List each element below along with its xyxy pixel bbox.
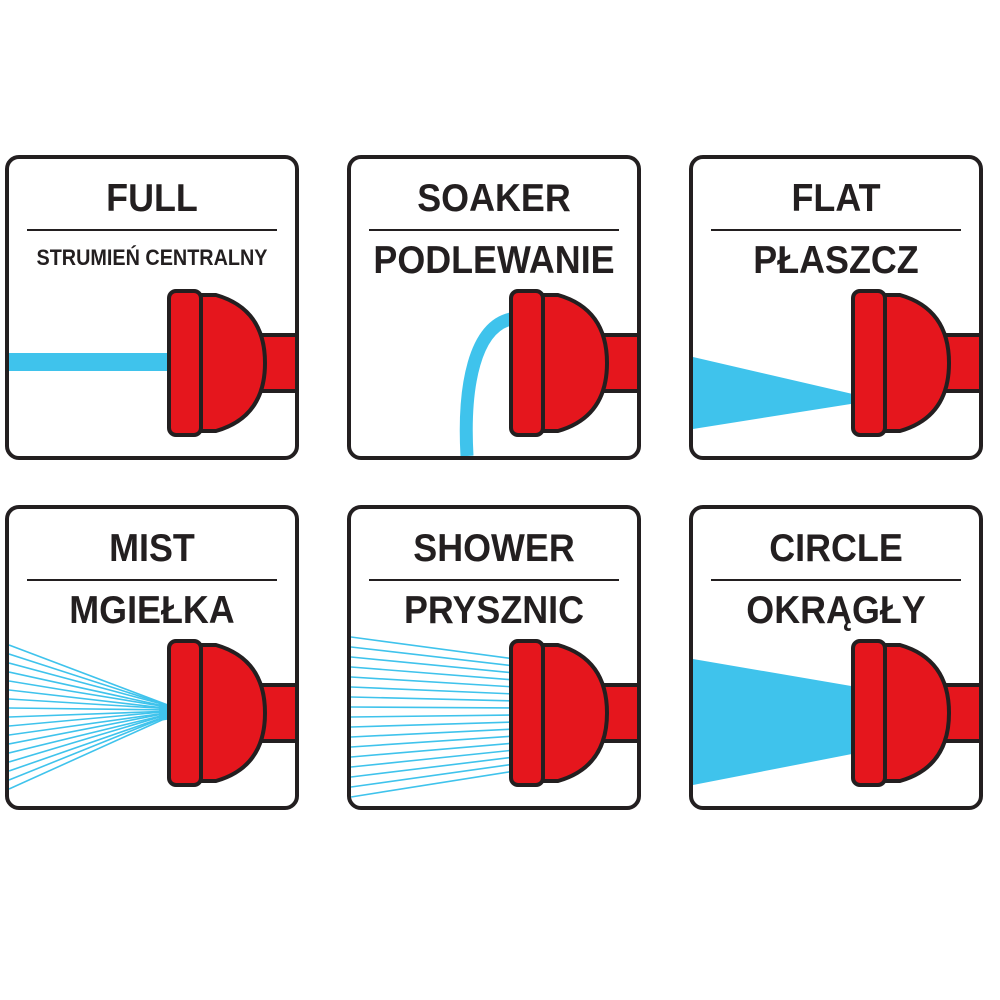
mode-name-pl: STRUMIEŃ CENTRALNY — [36, 245, 268, 270]
spray-illustration — [693, 289, 979, 437]
water-stream — [351, 636, 516, 798]
mode-name-pl: OKRĄGŁY — [746, 589, 926, 632]
divider — [369, 579, 619, 581]
spray-illustration — [9, 639, 295, 790]
nozzle-icon — [167, 639, 295, 787]
divider — [369, 229, 619, 231]
nozzle-icon — [509, 289, 637, 437]
mode-name-en: SOAKER — [417, 177, 571, 220]
nozzle-icon — [851, 639, 979, 787]
spray-illustration — [9, 289, 295, 437]
mode-name-en: SHOWER — [413, 527, 575, 570]
water-stream — [459, 312, 514, 456]
mode-name-en: CIRCLE — [769, 527, 903, 570]
mode-name-en: MIST — [109, 527, 195, 570]
water-stream — [693, 357, 857, 429]
spray-illustration — [693, 639, 979, 787]
mode-name-pl: MGIEŁKA — [69, 589, 235, 632]
mode-name-en: FULL — [106, 177, 198, 220]
mode-tile-circle: CIRCLE OKRĄGŁY — [689, 505, 983, 810]
mode-tile-flat: FLAT PŁASZCZ — [689, 155, 983, 460]
divider — [711, 579, 961, 581]
mode-name-pl: PODLEWANIE — [373, 239, 615, 282]
divider — [27, 229, 277, 231]
mode-name-pl: PŁASZCZ — [753, 239, 919, 282]
mode-tile-mist: MIST MGIEŁKA — [5, 505, 299, 810]
spray-illustration — [351, 636, 637, 798]
mode-tile-shower: SHOWER PRYSZNIC — [347, 505, 641, 810]
water-stream — [693, 659, 857, 785]
nozzle-icon — [851, 289, 979, 437]
mode-name-en: FLAT — [791, 177, 881, 220]
divider — [711, 229, 961, 231]
nozzle-icon — [509, 639, 637, 787]
water-stream — [9, 353, 173, 371]
spray-illustration — [459, 289, 637, 456]
water-stream — [9, 644, 174, 790]
divider — [27, 579, 277, 581]
mode-name-pl: PRYSZNIC — [403, 589, 585, 632]
mode-tile-soaker: SOAKER PODLEWANIE — [347, 155, 641, 460]
mode-tile-full: FULL STRUMIEŃ CENTRALNY — [5, 155, 299, 460]
nozzle-icon — [167, 289, 295, 437]
